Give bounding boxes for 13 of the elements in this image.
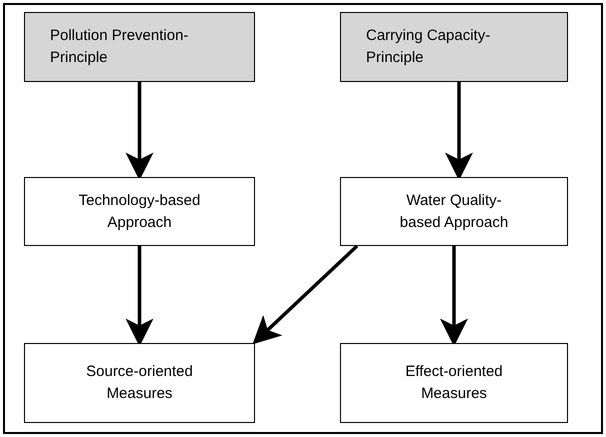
box-label: Water Quality-based Approach: [398, 190, 510, 232]
principle-box: [340, 12, 568, 82]
process-box: [24, 343, 255, 423]
principle-box: [24, 12, 255, 82]
arrow: [252, 244, 358, 344]
box-label: Effect-oriented Measures: [404, 362, 504, 404]
process-box: [340, 343, 568, 423]
box-label: Carrying Capacity-Principle: [366, 26, 492, 68]
box-label: Pollution Prevention-Principle: [50, 26, 190, 68]
box-label: Source-oriented Measures: [85, 362, 194, 404]
box-label: Technology-based Approach: [78, 190, 202, 232]
process-box: [24, 177, 255, 246]
process-box: [340, 177, 568, 246]
